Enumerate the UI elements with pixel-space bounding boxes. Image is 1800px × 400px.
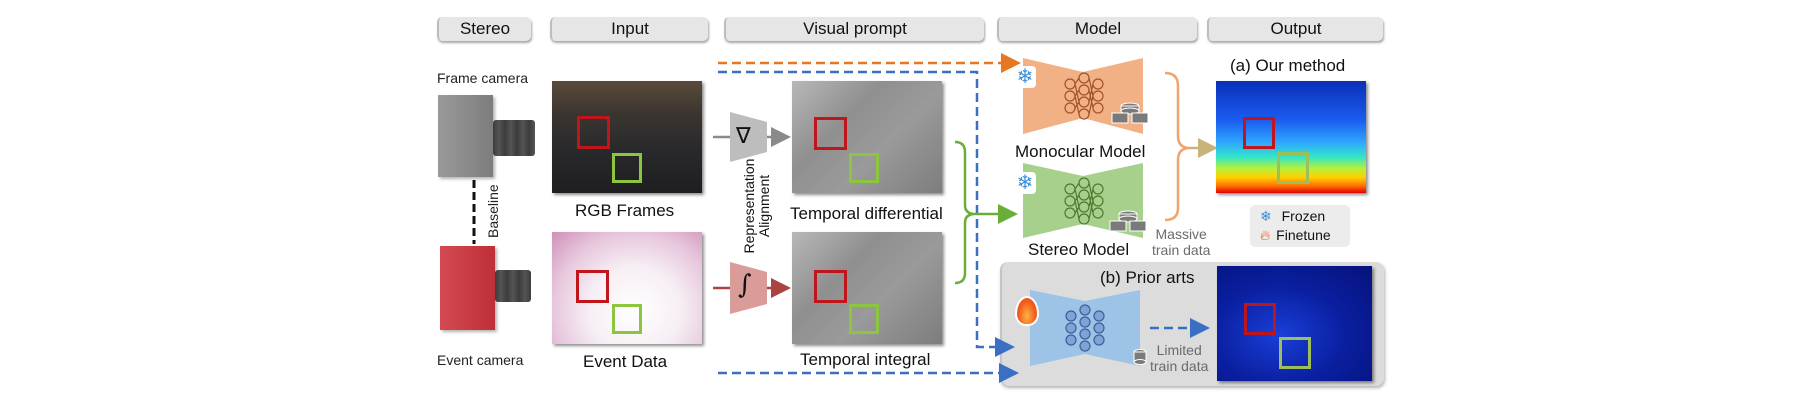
event-camera [440, 246, 495, 330]
int-region-green [849, 304, 879, 334]
event-region-green [612, 304, 642, 334]
monocular-network-icon [1064, 72, 1104, 120]
blue-dashed-arrow-top [718, 70, 1015, 357]
prior-region-red [1244, 303, 1276, 335]
prior-region-green [1279, 337, 1311, 369]
temporal-differential-image [792, 81, 942, 193]
stereo-model-label: Stereo Model [1028, 240, 1130, 259]
green-brace [954, 140, 976, 285]
frame-camera [438, 95, 493, 177]
gradient-operator-symbol: ∇ [736, 124, 751, 149]
prior-arts-label: (b) Prior arts [1100, 268, 1195, 287]
frame-camera-lens [493, 120, 535, 156]
int-region-red [814, 270, 847, 303]
rgb-region-green [612, 153, 642, 183]
rgb-frames-label: RGB Frames [575, 201, 675, 220]
prior-network-icon [1065, 304, 1105, 352]
snowflake-icon: ❄ [1014, 172, 1036, 194]
diff-region-green [849, 153, 879, 183]
monocular-model-label: Monocular Model [1015, 142, 1146, 161]
legend-finetune-label: Finetune [1276, 227, 1331, 243]
rgb-region-red [577, 116, 610, 149]
snowflake-icon: ❄ [1014, 66, 1036, 88]
legend-frozen-label: Frozen [1281, 208, 1326, 224]
frame-camera-label: Frame camera [437, 70, 529, 86]
prior-arts-depth-map [1217, 266, 1372, 381]
limited-train-data-label: Limited train data [1150, 342, 1208, 374]
alignment-line-2: Alignment [756, 174, 772, 238]
our-region-red [1243, 117, 1275, 149]
header-visual-prompt: Visual prompt [724, 17, 984, 41]
temporal-integral-label: Temporal integral [800, 350, 931, 369]
representation-alignment-label: Representation Alignment [741, 156, 772, 256]
header-output: Output [1207, 17, 1383, 41]
limited-line-1: Limited [1156, 342, 1202, 358]
header-model: Model [997, 17, 1197, 41]
database-icon-stereo [1109, 210, 1147, 232]
massive-line-2: train data [1152, 242, 1211, 258]
alignment-line-1: Representation [741, 158, 757, 254]
massive-line-1: Massive [1155, 226, 1207, 242]
baseline-label: Baseline [485, 184, 501, 238]
integral-operator-shape [730, 262, 767, 314]
temporal-integral-image [792, 232, 942, 344]
our-region-green [1277, 152, 1309, 184]
event-camera-label: Event camera [437, 352, 524, 368]
prior-model-shape [1030, 290, 1140, 366]
event-camera-lens [495, 270, 531, 302]
diff-region-red [814, 117, 847, 150]
database-icon-prior [1133, 349, 1147, 365]
event-region-red [576, 270, 609, 303]
limited-line-2: train data [1150, 358, 1209, 374]
snowflake-icon: ❄ [1260, 208, 1272, 224]
massive-train-data-label: Massive train data [1152, 226, 1210, 258]
flame-icon [1015, 296, 1039, 326]
our-method-depth-map [1216, 81, 1366, 193]
event-data-label: Event Data [583, 352, 668, 371]
legend-panel [1250, 205, 1350, 247]
legend-finetune: 🔥︎ Finetune [1260, 227, 1331, 244]
stereo-network-icon [1064, 177, 1104, 225]
our-method-label: (a) Our method [1230, 56, 1346, 75]
gradient-operator-shape [730, 112, 767, 162]
rgb-frame-image [552, 81, 702, 193]
database-icon-monocular [1111, 102, 1149, 124]
legend-frozen: ❄ Frozen [1260, 208, 1325, 225]
orange-brace [1164, 71, 1191, 222]
integral-operator-symbol: ∫ [738, 270, 752, 300]
header-input: Input [550, 17, 708, 41]
header-stereo: Stereo [437, 17, 531, 41]
flame-icon: 🔥︎ [1260, 227, 1271, 243]
temporal-differential-label: Temporal differential [790, 204, 943, 223]
event-data-image [552, 232, 702, 344]
